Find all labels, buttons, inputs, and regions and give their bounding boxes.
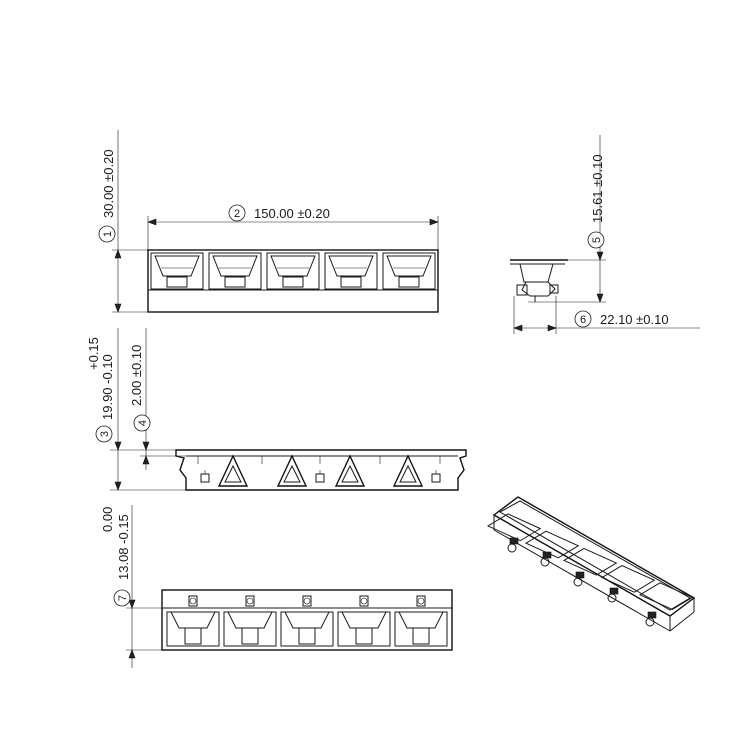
dimension-5-value: 15.61 ±0.10: [590, 154, 605, 223]
front-cell: [208, 252, 262, 290]
callout-6-id: 6: [580, 314, 586, 326]
bottom-triangle-inner: [341, 464, 359, 483]
front-lens: [386, 255, 432, 277]
top-lens-base: [298, 627, 316, 645]
iso-boss-clip: [575, 571, 585, 579]
callout-4-id: 4: [137, 420, 149, 426]
iso-cell: [486, 513, 542, 542]
side-view: [510, 259, 568, 303]
top-clip-hole: [360, 597, 368, 605]
dimension-1: 1 30.00 ±0.20: [98, 130, 148, 313]
dimension-2-value: 150.00 ±0.20: [254, 206, 330, 221]
callout-1-id: 1: [102, 231, 114, 237]
front-lens: [154, 255, 200, 277]
top-cell: [166, 611, 220, 647]
top-lens-base: [241, 627, 259, 645]
top-lens: [398, 611, 444, 629]
bottom-triangle-outer: [276, 454, 308, 487]
callout-7-bubble: [113, 589, 131, 607]
callout-5-bubble: [587, 231, 605, 249]
callout-7-id: 7: [117, 595, 129, 601]
top-clip-hole: [303, 597, 311, 605]
iso-boss-clip: [647, 611, 657, 619]
top-cell: [280, 611, 334, 647]
bottom-pin: [200, 473, 210, 483]
dimension-7: 7 13.08 -0.15 0.00: [100, 505, 162, 668]
bottom-view: [175, 449, 467, 491]
front-lens-base: [340, 276, 362, 288]
dimension-3-upper: +0.15: [86, 337, 101, 370]
dimension-3: 3 19.90 -0.10 +0.15: [86, 328, 186, 491]
iso-boss: [507, 543, 517, 553]
iso-boss-clip: [609, 587, 619, 595]
top-cell: [337, 611, 391, 647]
front-lens: [212, 255, 258, 277]
top-clip: [302, 595, 312, 607]
dimension-6-value: 22.10 ±0.10: [600, 312, 669, 327]
top-lens: [170, 611, 216, 629]
front-lens: [270, 255, 316, 277]
iso-cell: [524, 530, 580, 559]
callout-6-bubble: [574, 310, 592, 328]
bottom-triangle-outer: [392, 454, 424, 487]
bottom-pin: [315, 473, 325, 483]
top-lens: [284, 611, 330, 629]
callout-1-bubble: [98, 225, 116, 243]
callout-4-bubble: [133, 414, 151, 432]
front-lens: [328, 255, 374, 277]
iso-boss: [573, 577, 583, 587]
iso-cell: [638, 582, 694, 610]
front-cell: [150, 252, 204, 290]
iso-boss-clip: [509, 537, 519, 545]
top-lens: [227, 611, 273, 629]
top-lens-base: [184, 627, 202, 645]
top-clip: [188, 595, 198, 607]
front-view: [147, 249, 439, 313]
front-cell: [382, 252, 436, 290]
bottom-triangle-outer: [217, 454, 249, 487]
top-clip-hole: [189, 597, 197, 605]
bottom-triangle-inner: [224, 464, 242, 483]
top-clip: [416, 595, 426, 607]
bottom-triangle-inner: [283, 464, 301, 483]
iso-cell: [562, 547, 618, 576]
dimension-6: 6 22.10 ±0.10: [513, 296, 700, 334]
iso-boss-clip: [542, 551, 552, 559]
dimension-7-upper: 0.00: [100, 507, 115, 532]
isometric-view: [486, 496, 696, 632]
callout-2-id: 2: [234, 208, 240, 220]
callout-3-id: 3: [99, 431, 111, 437]
callout-2-bubble: [228, 204, 246, 222]
iso-cell: [600, 565, 656, 593]
top-clip-hole: [246, 597, 254, 605]
bottom-triangle-outer: [334, 454, 366, 487]
top-lens: [341, 611, 387, 629]
top-lens-base: [412, 627, 430, 645]
callout-5-id: 5: [591, 237, 603, 243]
top-clip: [245, 595, 255, 607]
front-lens-base: [398, 276, 420, 288]
top-view: [161, 589, 453, 651]
front-lens-base: [224, 276, 246, 288]
front-cell: [266, 252, 320, 290]
dimension-2: 2 150.00 ±0.20: [147, 204, 439, 250]
front-cell: [324, 252, 378, 290]
front-lens-base: [166, 276, 188, 288]
top-clip: [359, 595, 369, 607]
dimension-5: 5 15.61 ±0.10: [545, 135, 606, 303]
top-cell: [394, 611, 448, 647]
dimension-1-value: 30.00 ±0.20: [101, 149, 116, 218]
front-lens-base: [282, 276, 304, 288]
dimension-4-value: 2.00 ±0.10: [129, 345, 144, 406]
bottom-pin: [431, 473, 441, 483]
bottom-triangle-inner: [399, 464, 417, 483]
top-clip-hole: [417, 597, 425, 605]
top-cell: [223, 611, 277, 647]
dimension-7-value: 13.08 -0.15: [116, 514, 131, 580]
dimension-3-value: 19.90 -0.10: [100, 354, 115, 420]
callout-3-bubble: [95, 425, 113, 443]
dimension-4: 4 2.00 ±0.10: [129, 328, 186, 470]
top-lens-base: [355, 627, 373, 645]
